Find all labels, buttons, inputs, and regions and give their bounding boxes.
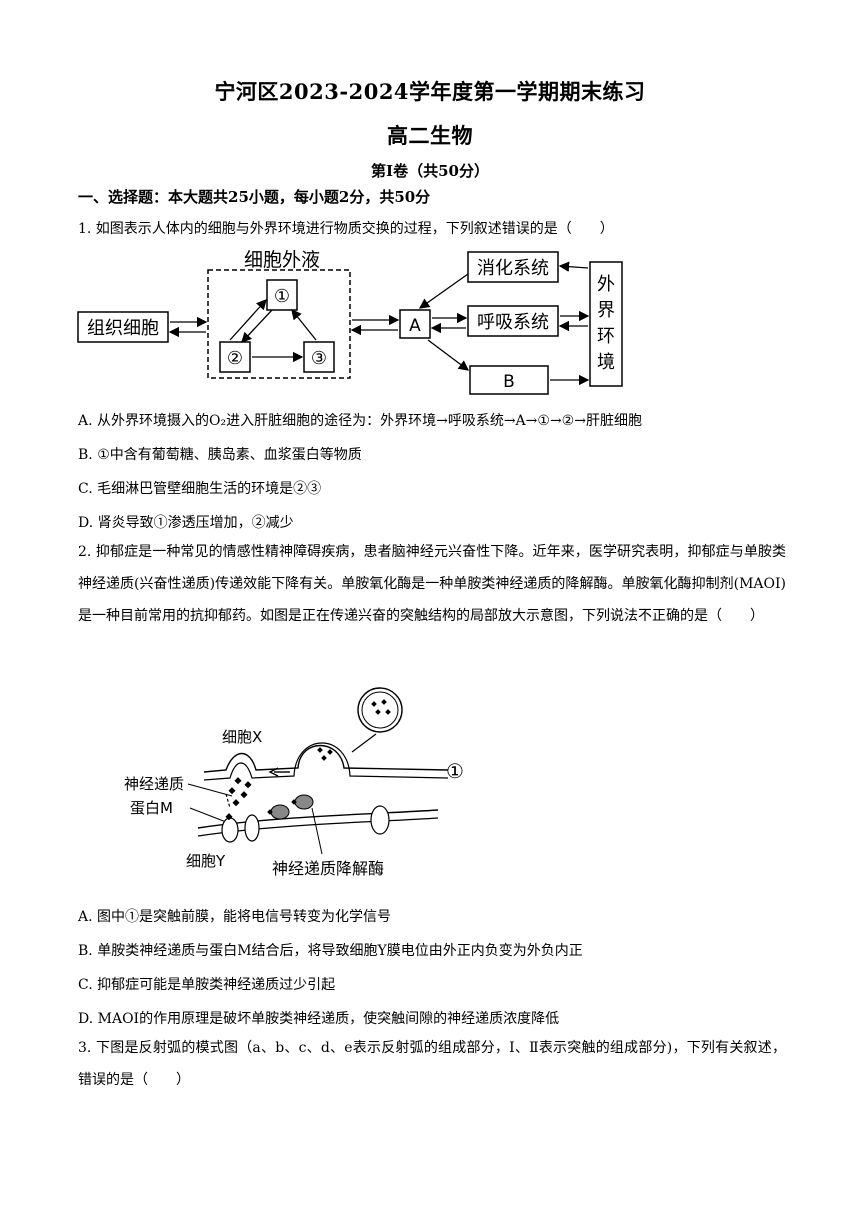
released-transmitter: [228, 777, 252, 807]
q1-option-d: D. 肾炎导致①渗透压增加，②减少: [78, 515, 294, 531]
presynaptic-membrane: [203, 744, 449, 773]
node-3-box: [303, 341, 335, 373]
q2-option-a: A. 图中①是突触前膜，能将电信号转变为化学信号: [78, 909, 392, 925]
node-1-box: [266, 279, 298, 311]
cell-x-label: 细胞X: [222, 728, 262, 746]
node-b-box: [469, 365, 549, 395]
node-a-box: [399, 309, 431, 339]
external-char-3: 环: [597, 326, 615, 347]
node-2-box: [219, 341, 251, 373]
tissue-cell-label: 组织细胞: [87, 318, 159, 339]
q2-stem: 2. 抑郁症是一种常见的情感性精神障碍疾病，患者脑神经元兴奋性下降。近年来，医学…: [78, 544, 786, 624]
part-heading: 第Ⅰ卷（共50分）: [371, 162, 489, 180]
cell-y-label: 细胞Y: [186, 852, 226, 870]
q1-diagram: 细胞外液 组织细胞 ① ② ③ A 消化系统 呼吸系统 B 外 界 环 境: [77, 249, 623, 395]
q2-diagram: 细胞X 神经递质 蛋白M 细胞Y 神经递质降解酶 ①: [124, 687, 464, 878]
digestive-label: 消化系统: [477, 258, 549, 279]
q2-option-b: B. 单胺类神经递质与蛋白M结合后，将导致细胞Y膜电位由外正内负变为外负内正: [78, 943, 583, 959]
external-char-2: 界: [597, 300, 615, 321]
section-heading: 一、选择题：本大题共25小题，每小题2分，共50分: [78, 188, 431, 206]
exam-title: 宁河区2023-2024学年度第一学期期末练习: [214, 79, 646, 104]
protein-m-label: 蛋白M: [130, 799, 173, 817]
respiratory-box: [467, 305, 559, 337]
subject-title: 高二生物: [387, 123, 473, 148]
extracellular-box: [207, 269, 351, 379]
enzyme-2: [294, 794, 314, 810]
q3-stem: 3. 下图是反射弧的模式图（a、b、c、d、e表示反射弧的组成部分，Ⅰ、Ⅱ表示突…: [78, 1040, 786, 1088]
q1-arrows: [168, 261, 590, 386]
respiratory-label: 呼吸系统: [477, 312, 549, 333]
node-1-label: ①: [274, 286, 290, 307]
fusing-vesicle-dots: [317, 747, 333, 761]
extracellular-label: 细胞外液: [244, 249, 320, 271]
enzyme-label: 神经递质降解酶: [272, 859, 384, 878]
q2-option-c: C. 抑郁症可能是单胺类神经递质过少引起: [78, 977, 336, 993]
digestive-box: [467, 251, 559, 283]
channel-left: [244, 814, 260, 842]
membrane-1-label: ①: [446, 759, 464, 783]
node-3-label: ③: [311, 348, 327, 369]
node-a-label: A: [409, 316, 421, 336]
transmitter-label: 神经递质: [124, 775, 184, 793]
q1-option-b: B. ①中含有葡萄糖、胰岛素、血浆蛋白等物质: [78, 447, 362, 463]
vesicle-dots: [371, 699, 391, 715]
q1-option-a: A. 从外界环境摄入的O₂进入肝脏细胞的途径为：外界环境→呼吸系统→A→①→②→…: [78, 413, 642, 429]
node-2-label: ②: [227, 348, 243, 369]
q1-option-c: C. 毛细淋巴管壁细胞生活的环境是②③: [78, 481, 322, 497]
channel-right: [370, 805, 390, 835]
receptor-m: [221, 817, 239, 843]
external-char-1: 外: [597, 274, 615, 295]
vesicle-inner: [361, 691, 399, 729]
q2-option-d: D. MAOI的作用原理是破坏单胺类神经递质，使突触间隙的神经递质浓度降低: [78, 1011, 560, 1027]
node-b-label: B: [503, 372, 515, 392]
q1-stem: 1. 如图表示人体内的细胞与外界环境进行物质交换的过程，下列叙述错误的是（ ）: [78, 221, 614, 237]
tissue-cell-box: [77, 311, 169, 343]
external-char-4: 境: [597, 352, 615, 373]
enzyme-1: [270, 804, 290, 820]
external-box: [589, 261, 623, 387]
vesicle-outer: [357, 687, 403, 733]
